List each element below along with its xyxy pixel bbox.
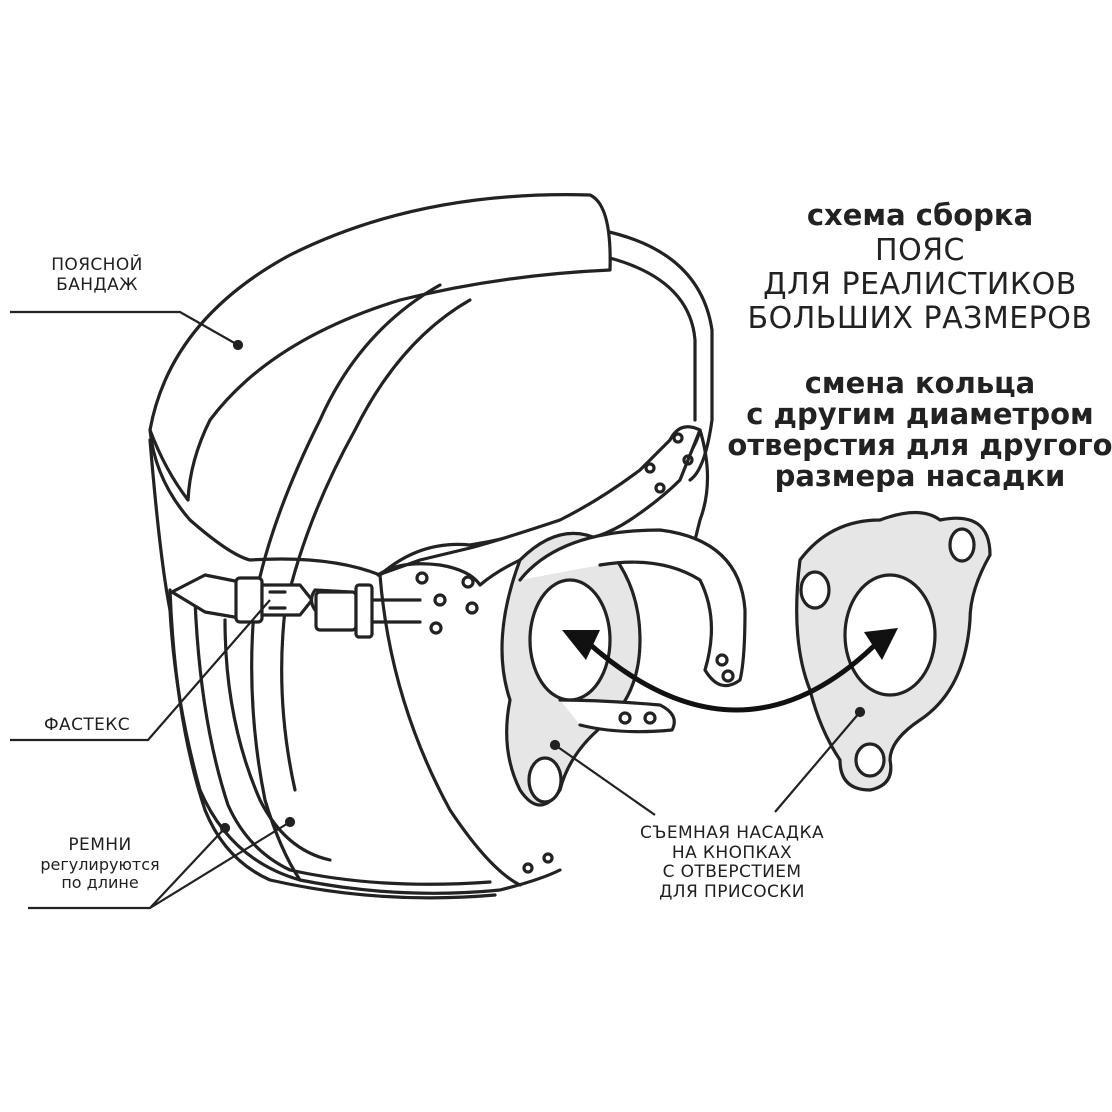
strap-left bbox=[168, 588, 497, 900]
ring-change-note: смена кольца с другим диаметром отверсти… bbox=[727, 366, 1112, 493]
arrow-head-left bbox=[562, 630, 600, 660]
label-straps-adjustable: регулируются по длине bbox=[40, 855, 160, 893]
label-waist-bandage: ПОЯСНОЙ БАНДАЖ bbox=[51, 255, 143, 295]
leader-straps bbox=[28, 821, 291, 910]
strap-right bbox=[223, 618, 332, 862]
leader-attachment-left bbox=[554, 744, 656, 816]
back-belt-strap bbox=[598, 228, 714, 482]
leader-waist bbox=[10, 310, 239, 346]
hook-strap bbox=[518, 528, 747, 688]
fastex-buckle bbox=[170, 573, 422, 639]
label-fastex: ФАСТЕКС bbox=[44, 715, 130, 735]
waist-bandage bbox=[148, 193, 612, 502]
label-attachment: СЪЕМНАЯ НАСАДКА НА КНОПКАХ С ОТВЕРСТИЕМ … bbox=[640, 823, 824, 902]
leader-fastex bbox=[10, 599, 271, 742]
leader-attachment-right bbox=[774, 711, 861, 813]
swap-arrow bbox=[583, 638, 882, 713]
arrow-head-right bbox=[864, 628, 898, 660]
product-title: ПОЯС ДЛЯ РЕАЛИСТИКОВ БОЛЬШИХ РАЗМЕРОВ bbox=[747, 233, 1093, 336]
diagram-caption: схема сборка bbox=[806, 198, 1034, 232]
front-plate bbox=[376, 425, 702, 587]
label-straps: РЕМНИ bbox=[68, 835, 132, 855]
inner-strap bbox=[250, 283, 442, 882]
